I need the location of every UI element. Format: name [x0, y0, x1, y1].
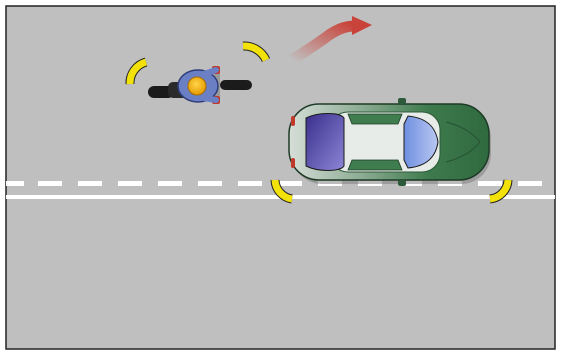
car-icon — [289, 98, 491, 186]
